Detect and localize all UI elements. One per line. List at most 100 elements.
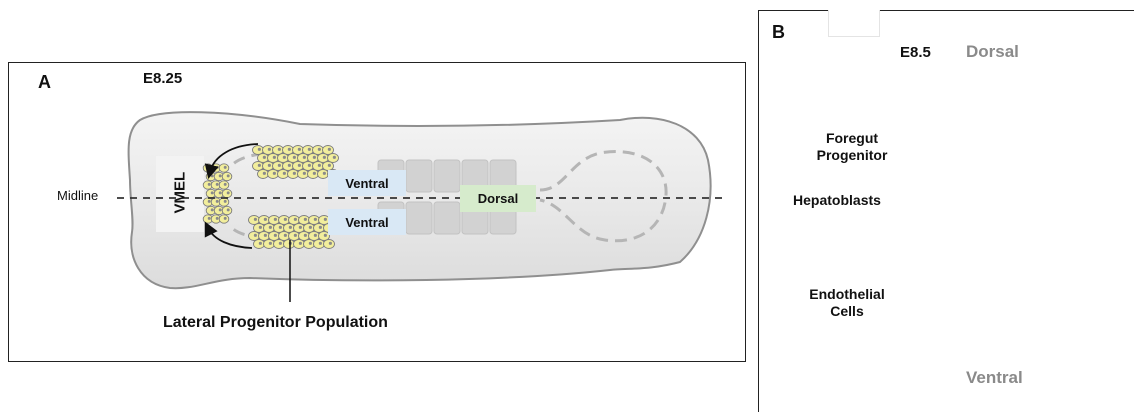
lateral-progenitor-label: Lateral Progenitor Population: [163, 314, 388, 332]
progenitor-cell-nucleus: [328, 148, 331, 151]
ventral-tag-top: Ventral: [328, 170, 406, 196]
progenitor-cell-nucleus: [333, 156, 336, 159]
hepatoblasts-label: Hepatoblasts: [772, 192, 902, 209]
progenitor-cell-nucleus: [318, 164, 321, 167]
progenitor-cell-nucleus: [258, 164, 261, 167]
panel-b: [758, 10, 1134, 412]
vmel-cell-nucleus: [211, 191, 214, 194]
ventral-axis-label: Ventral: [966, 368, 1023, 388]
progenitor-cell-nucleus: [319, 226, 322, 229]
dorsal-axis-label: Dorsal: [966, 42, 1019, 62]
progenitor-cell-nucleus: [284, 218, 287, 221]
progenitor-cell-nucleus: [258, 148, 261, 151]
vmel-cell-nucleus: [227, 174, 230, 177]
vmel-cell-nucleus: [211, 208, 214, 211]
vmel-cell-nucleus: [216, 183, 219, 186]
progenitor-cell-nucleus: [273, 156, 276, 159]
dorsal-tag: Dorsal: [460, 185, 536, 212]
progenitor-cell-nucleus: [313, 172, 316, 175]
endothelial-label-line-1: Endothelial: [792, 286, 902, 303]
vmel-cell-nucleus: [224, 166, 227, 169]
progenitor-cell-nucleus: [294, 218, 297, 221]
progenitor-cell-nucleus: [284, 234, 287, 237]
progenitor-cell-nucleus: [254, 218, 257, 221]
foregut-progenitor-label: Foregut Progenitor: [802, 130, 902, 164]
vmel-cell-nucleus: [219, 174, 222, 177]
progenitor-cell-nucleus: [273, 172, 276, 175]
vmel-label: VMEL: [172, 174, 189, 214]
progenitor-cell-nucleus: [254, 234, 257, 237]
progenitor-cell-nucleus: [283, 172, 286, 175]
progenitor-cell-nucleus: [279, 226, 282, 229]
progenitor-cell-nucleus: [324, 234, 327, 237]
progenitor-cell-nucleus: [308, 164, 311, 167]
progenitor-cell-nucleus: [263, 172, 266, 175]
foregut-label-line-2: Progenitor: [802, 147, 902, 164]
progenitor-cell-nucleus: [293, 172, 296, 175]
vmel-cell-nucleus: [219, 208, 222, 211]
progenitor-cell-nucleus: [308, 148, 311, 151]
progenitor-cell-nucleus: [313, 156, 316, 159]
progenitor-cell-nucleus: [264, 234, 267, 237]
progenitor-cell-nucleus: [268, 148, 271, 151]
vmel-cell-nucleus: [216, 200, 219, 203]
progenitor-cell-nucleus: [323, 172, 326, 175]
vmel-cell-nucleus: [216, 166, 219, 169]
endothelial-cells-label: Endothelial Cells: [792, 286, 902, 320]
progenitor-cell-nucleus: [259, 226, 262, 229]
vmel-cell-nucleus: [211, 174, 214, 177]
vmel-cell-nucleus: [208, 217, 211, 220]
progenitor-cell-nucleus: [274, 218, 277, 221]
panel-b-letter: B: [772, 22, 785, 43]
progenitor-cell-nucleus: [298, 148, 301, 151]
foregut-label-line-1: Foregut: [802, 130, 902, 147]
progenitor-cell-nucleus: [279, 242, 282, 245]
progenitor-cell-nucleus: [259, 242, 262, 245]
progenitor-cell-nucleus: [309, 242, 312, 245]
progenitor-cell-nucleus: [283, 156, 286, 159]
vmel-cell-nucleus: [219, 191, 222, 194]
progenitor-cell-nucleus: [269, 226, 272, 229]
progenitor-cell-nucleus: [289, 226, 292, 229]
progenitor-cell-nucleus: [298, 164, 301, 167]
progenitor-cell-nucleus: [299, 226, 302, 229]
progenitor-cell-nucleus: [268, 164, 271, 167]
progenitor-cell-nucleus: [303, 172, 306, 175]
vmel-cell-nucleus: [208, 183, 211, 186]
progenitor-cell-nucleus: [319, 242, 322, 245]
progenitor-cell-nucleus: [318, 148, 321, 151]
progenitor-cell-nucleus: [274, 234, 277, 237]
vmel-cell-nucleus: [227, 208, 230, 211]
progenitor-cell-nucleus: [324, 218, 327, 221]
progenitor-cell-nucleus: [278, 148, 281, 151]
vmel-cell-nucleus: [224, 217, 227, 220]
progenitor-cell-nucleus: [263, 156, 266, 159]
progenitor-cell-nucleus: [304, 234, 307, 237]
progenitor-cell-nucleus: [314, 234, 317, 237]
panel-b-stage: E8.5: [900, 44, 931, 61]
progenitor-cell-nucleus: [328, 164, 331, 167]
panel-a-letter: A: [38, 72, 51, 93]
vmel-cell-nucleus: [224, 200, 227, 203]
progenitor-cell-nucleus: [304, 218, 307, 221]
ventral-tag-bottom: Ventral: [328, 209, 406, 235]
progenitor-cell-nucleus: [299, 242, 302, 245]
midline-label: Midline: [57, 188, 98, 203]
vmel-cell-nucleus: [216, 217, 219, 220]
progenitor-cell-nucleus: [309, 226, 312, 229]
progenitor-cell-nucleus: [269, 242, 272, 245]
progenitor-cell-nucleus: [303, 156, 306, 159]
progenitor-cell-nucleus: [293, 156, 296, 159]
endothelial-label-line-2: Cells: [792, 303, 902, 320]
progenitor-cell-nucleus: [329, 242, 332, 245]
progenitor-cell-nucleus: [278, 164, 281, 167]
progenitor-cluster-top: [253, 146, 339, 179]
progenitor-cell-nucleus: [314, 218, 317, 221]
panel-b-tab: [828, 10, 880, 37]
progenitor-cell-nucleus: [323, 156, 326, 159]
progenitor-cell-nucleus: [288, 164, 291, 167]
panel-a-stage: E8.25: [143, 70, 182, 87]
vmel-cell-nucleus: [227, 191, 230, 194]
vmel-cell-nucleus: [224, 183, 227, 186]
progenitor-cell-nucleus: [288, 148, 291, 151]
